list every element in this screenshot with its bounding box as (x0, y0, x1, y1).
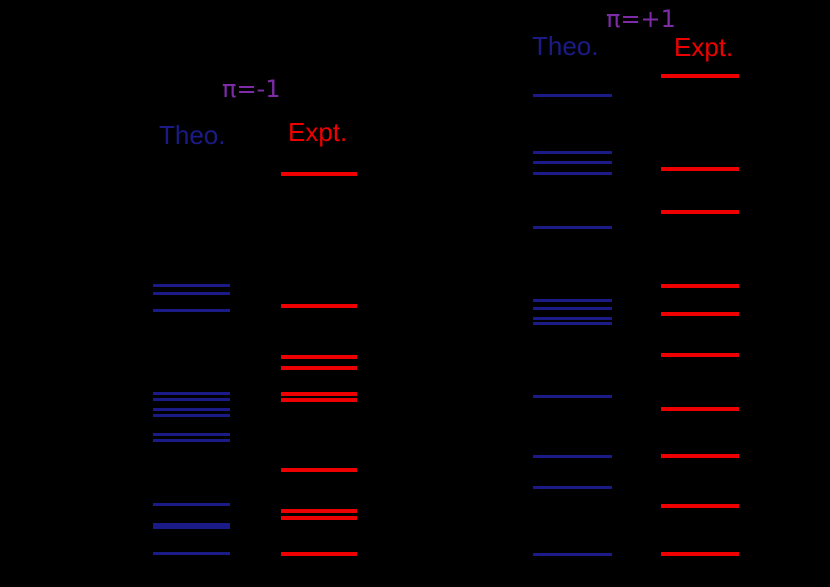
energy-level (661, 311, 739, 316)
energy-level (281, 172, 357, 176)
energy-level (153, 291, 230, 295)
column-label-experiment-positive: Expt. (674, 32, 734, 62)
energy-level (533, 486, 612, 489)
energy-level (281, 397, 357, 402)
energy-level (661, 503, 739, 508)
energy-level (533, 225, 612, 229)
energy-level (281, 365, 357, 370)
energy-level (153, 438, 230, 442)
energy-level (661, 352, 739, 357)
energy-level (281, 303, 357, 308)
energy-level (661, 552, 739, 556)
energy-level (153, 433, 230, 436)
column-label-theory-positive: Theo. (532, 31, 599, 61)
energy-level (153, 523, 230, 526)
column-label-theory-negative: Theo. (159, 120, 226, 150)
energy-level (533, 150, 612, 154)
energy-level (533, 317, 612, 320)
energy-level (661, 210, 739, 214)
energy-level (281, 551, 357, 556)
energy-level (153, 408, 230, 411)
parity-label-positive: π=+1 (606, 5, 676, 33)
energy-level (153, 414, 230, 417)
energy-level (533, 395, 612, 398)
energy-level (533, 307, 612, 310)
energy-level (153, 398, 230, 401)
energy-level (281, 467, 357, 472)
energy-level (661, 166, 739, 171)
energy-level (153, 283, 230, 287)
energy-level (533, 298, 612, 302)
energy-level (661, 74, 739, 78)
energy-level (153, 308, 230, 312)
energy-level (281, 391, 357, 396)
energy-level (661, 284, 739, 288)
energy-level (153, 552, 230, 555)
energy-level (153, 392, 230, 395)
parity-label-negative: π=-1 (222, 75, 281, 103)
energy-level (281, 354, 357, 359)
energy-level (661, 406, 739, 411)
energy-level (533, 172, 612, 175)
energy-level (153, 526, 230, 529)
energy-level (533, 322, 612, 325)
column-label-experiment-negative: Expt. (288, 117, 348, 147)
energy-level (281, 509, 357, 513)
energy-level (533, 552, 612, 556)
energy-level (153, 503, 230, 506)
energy-level (533, 454, 612, 458)
energy-level (533, 93, 612, 97)
energy-level (533, 160, 612, 164)
energy-level (661, 454, 739, 458)
energy-level (281, 515, 357, 520)
